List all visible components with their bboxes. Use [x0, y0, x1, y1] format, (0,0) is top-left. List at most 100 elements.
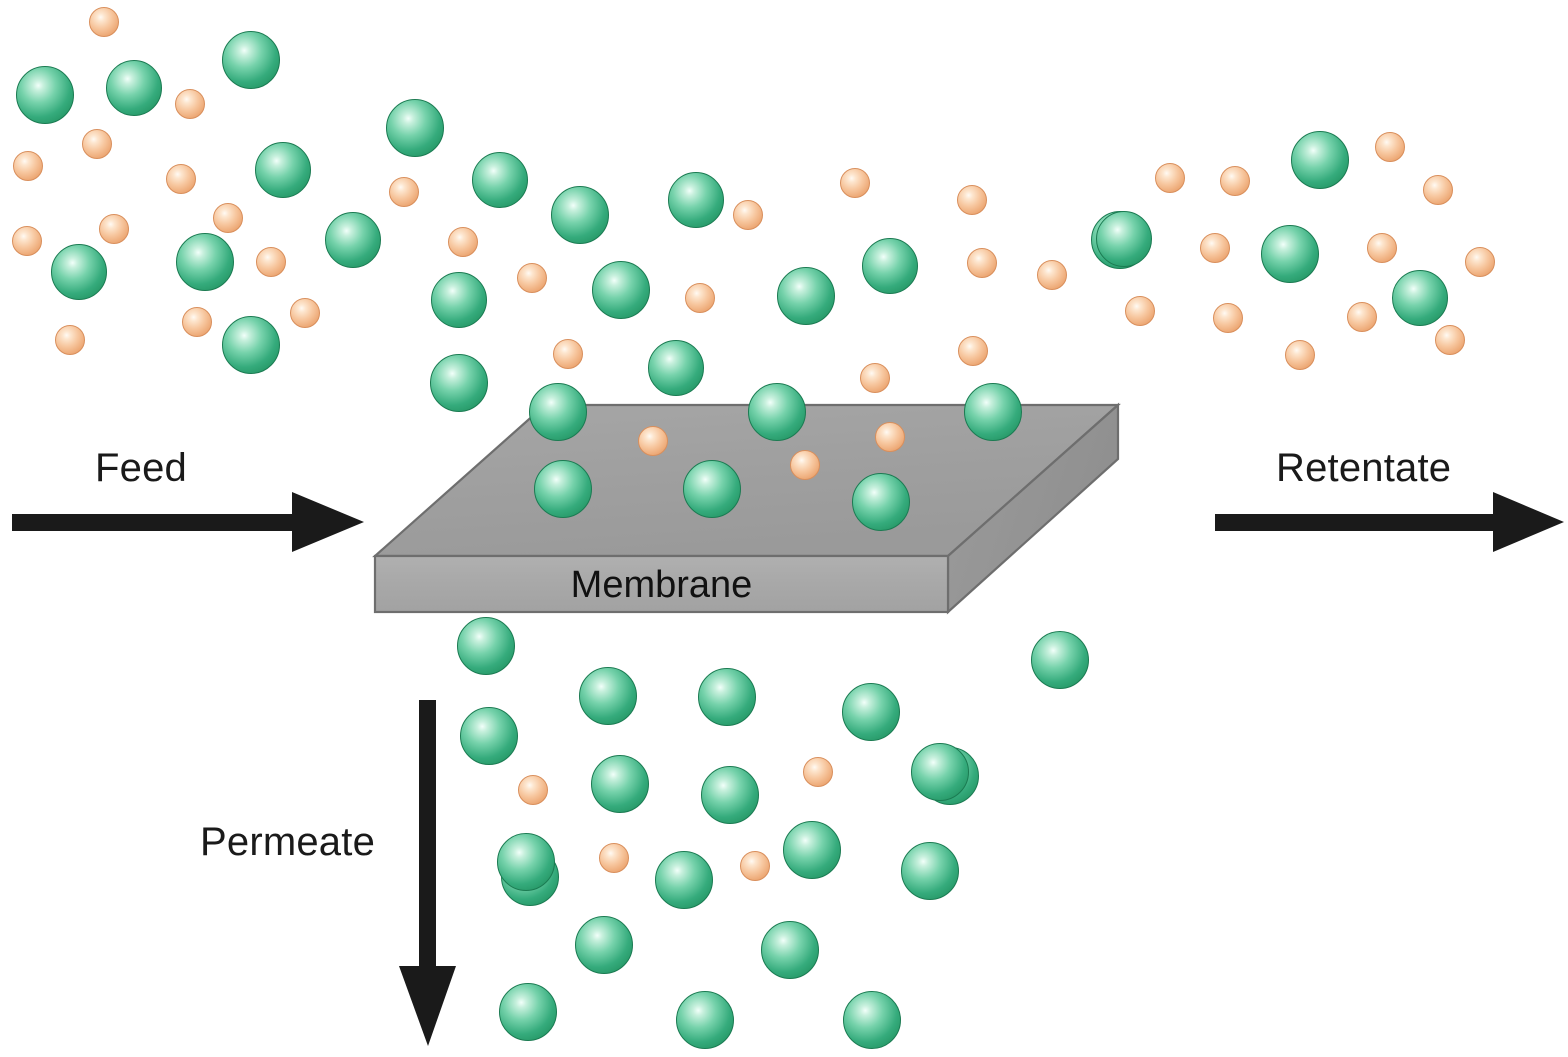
permeate-large-particle: [843, 991, 901, 1049]
feed-large-particle: [255, 142, 311, 198]
feed-large-particle: [1291, 131, 1349, 189]
retentate-label: Retentate: [1276, 446, 1452, 490]
membrane-front-face: [373, 554, 950, 614]
permeate-arrow-icon: [399, 700, 456, 1046]
permeate-large-particle: [579, 667, 637, 725]
feed-small-solute: [290, 298, 320, 328]
feed-small-solute: [685, 283, 715, 313]
retentate-arrow-icon: [1215, 492, 1564, 552]
surface-large-particle: [964, 383, 1022, 441]
feed-small-solute: [1465, 247, 1495, 277]
feed-small-solute: [448, 227, 478, 257]
feed-small-solute: [1155, 163, 1185, 193]
feed-small-solute: [89, 7, 119, 37]
feed-small-solute: [1213, 303, 1243, 333]
feed-small-solute: [553, 339, 583, 369]
feed-large-particle: [668, 172, 724, 228]
feed-label: Feed: [95, 446, 187, 490]
feed-small-solute: [517, 263, 547, 293]
feed-large-particle: [592, 261, 650, 319]
permeate-label: Permeate: [200, 820, 376, 864]
surface-large-particle: [529, 383, 587, 441]
feed-small-solute: [1367, 233, 1397, 263]
surface-small-solute: [875, 422, 905, 452]
feed-large-particle: [325, 212, 381, 268]
surface-large-particle: [683, 460, 741, 518]
feed-small-solute: [1200, 233, 1230, 263]
feed-small-solute: [13, 151, 43, 181]
permeate-small-solute: [803, 757, 833, 787]
feed-small-solute: [1285, 340, 1315, 370]
feed-large-particle: [431, 272, 487, 328]
permeate-large-particle: [655, 851, 713, 909]
feed-large-particle: [551, 186, 609, 244]
permeate-large-particle: [783, 821, 841, 879]
feed-large-particle: [1096, 211, 1152, 267]
feed-large-particle: [222, 31, 280, 89]
membrane-caption: Membrane: [570, 564, 753, 606]
permeate-large-particle: [901, 842, 959, 900]
feed-small-solute: [957, 185, 987, 215]
surface-large-particle: [748, 383, 806, 441]
feed-small-solute: [55, 325, 85, 355]
permeate-large-particle: [457, 617, 515, 675]
surface-large-particle: [852, 473, 910, 531]
feed-small-solute: [1125, 296, 1155, 326]
feed-large-particle: [16, 66, 74, 124]
permeate-large-particle: [575, 916, 633, 974]
feed-small-solute: [166, 164, 196, 194]
feed-small-solute: [389, 177, 419, 207]
feed-large-particle: [222, 316, 280, 374]
permeate-large-particle: [761, 921, 819, 979]
feed-large-particle: [106, 60, 162, 116]
feed-small-solute: [860, 363, 890, 393]
feed-large-particle: [472, 152, 528, 208]
permeate-large-particle: [698, 668, 756, 726]
feed-large-particle: [386, 99, 444, 157]
feed-small-solute: [958, 336, 988, 366]
surface-large-particle: [534, 460, 592, 518]
feed-small-solute: [840, 168, 870, 198]
permeate-large-particle: [676, 991, 734, 1049]
feed-small-solute: [1220, 166, 1250, 196]
feed-small-solute: [256, 247, 286, 277]
feed-large-particle: [430, 354, 488, 412]
permeate-small-solute: [740, 851, 770, 881]
feed-small-solute: [967, 248, 997, 278]
permeate-large-particle: [701, 766, 759, 824]
feed-large-particle: [1392, 270, 1448, 326]
permeate-large-particle: [842, 683, 900, 741]
permeate-large-particle: [499, 983, 557, 1041]
feed-large-particle: [176, 233, 234, 291]
permeate-large-particle: [591, 755, 649, 813]
permeate-large-particle: [1031, 631, 1089, 689]
feed-small-solute: [1037, 260, 1067, 290]
feed-small-solute: [213, 203, 243, 233]
feed-small-solute: [12, 226, 42, 256]
surface-small-solute: [790, 450, 820, 480]
feed-small-solute: [82, 129, 112, 159]
feed-small-solute: [1423, 175, 1453, 205]
feed-arrow-icon: [12, 492, 364, 552]
feed-small-solute: [1435, 325, 1465, 355]
feed-large-particle: [648, 340, 704, 396]
feed-small-solute: [175, 89, 205, 119]
feed-small-solute: [1375, 132, 1405, 162]
feed-small-solute: [99, 214, 129, 244]
feed-large-particle: [862, 238, 918, 294]
permeate-small-solute: [599, 843, 629, 873]
permeate-large-particle: [460, 707, 518, 765]
surface-small-solute: [638, 426, 668, 456]
feed-small-solute: [182, 307, 212, 337]
permeate-large-particle: [911, 743, 969, 801]
permeate-large-particle: [497, 833, 555, 891]
permeate-small-solute: [518, 775, 548, 805]
feed-large-particle: [51, 244, 107, 300]
feed-small-solute: [1347, 302, 1377, 332]
